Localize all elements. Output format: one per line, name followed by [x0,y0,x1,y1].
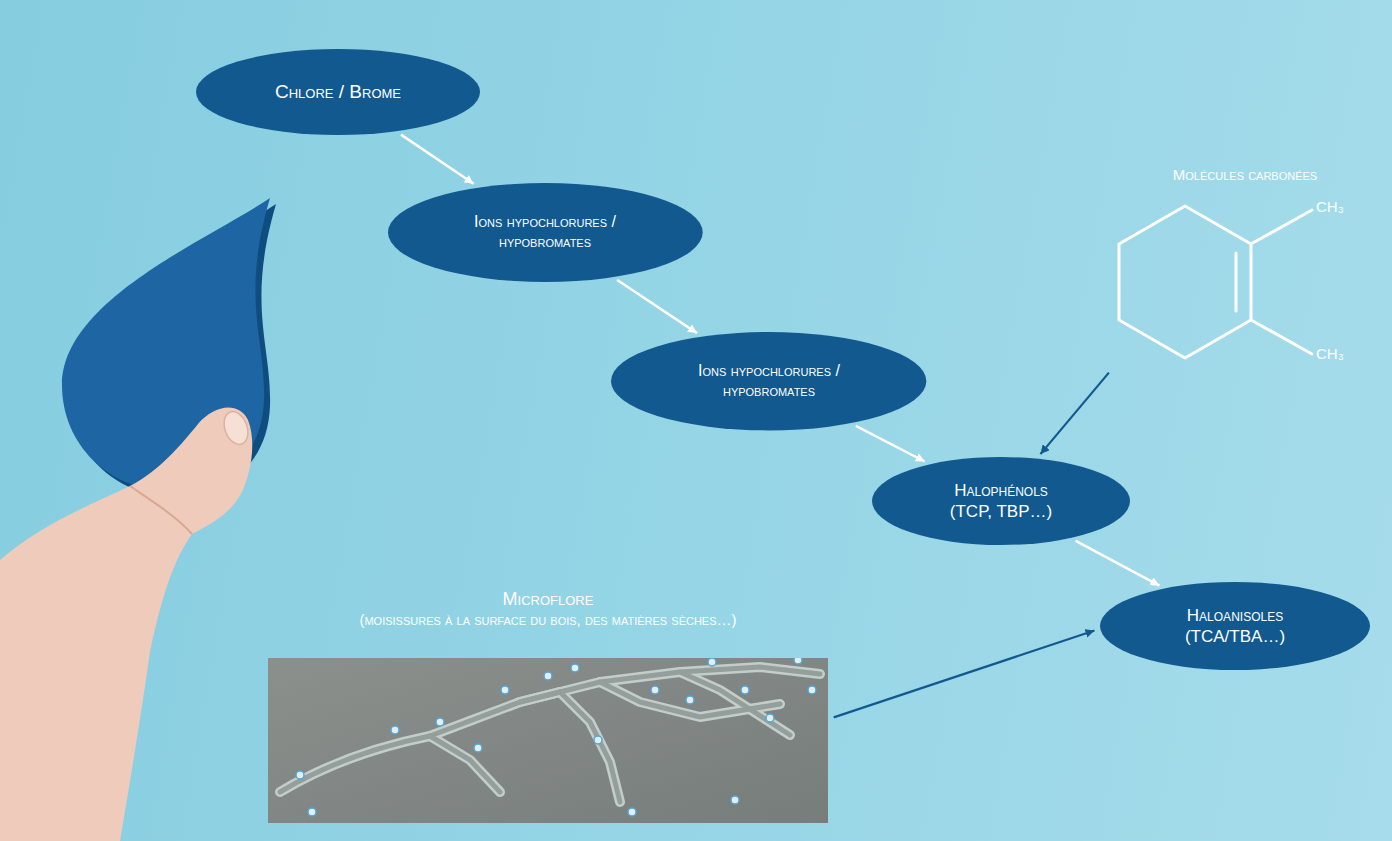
node-heading: Molécules carbonées [1173,166,1317,185]
molecule-group: Molécules carbonées [1110,166,1380,368]
step-ellipse: Halophénols(TCP, TBP…) [872,457,1130,545]
text-group: Molécules carbonées [1173,166,1317,185]
hypha-core [680,672,790,735]
spore [708,658,716,666]
microflora-group: Microflore(moisissures à la surface du b… [268,588,828,823]
molecule-structure [1119,206,1312,358]
source-ellipse: Chlore / Brome [196,49,480,135]
spores [296,658,816,816]
chemical-group: CH₃ [1316,345,1344,363]
ellipse-fill [872,457,1130,545]
spore [391,726,399,734]
spore [651,686,659,694]
ellipse-fill [196,49,480,135]
flow-arrow [1076,541,1160,586]
flow-arrow [856,426,925,462]
ellipse-fill [611,332,926,430]
ellipse-shape [388,183,703,282]
hypha [560,692,620,802]
ellipse-fill [1100,582,1370,670]
spore [741,686,749,694]
spore [766,714,774,722]
spore [296,771,304,779]
double-bond [1235,253,1238,311]
text-group: Ions hypochlorures / hypobromates [437,212,652,252]
node-heading: Ions hypochlorures / hypobromates [661,361,876,401]
spore [571,664,579,672]
ring [1119,206,1251,358]
spore [308,808,316,816]
node-subtext: (TCA/TBA…) [1185,626,1285,647]
text-group: Halophénols(TCP, TBP…) [950,480,1052,523]
photo-ground [268,658,828,823]
spore [544,672,552,680]
hypha [430,736,500,792]
flow-arrow [1040,373,1109,455]
spore [436,718,444,726]
node-heading: Microflore [503,588,594,611]
thumb-nail [220,408,252,447]
node-heading: Haloanisoles [1187,605,1283,626]
microflora-photo [268,658,828,823]
methyl-bond [1251,320,1312,354]
methyl-bond [1251,210,1312,244]
text-group: Microflore(moisissures à la surface du b… [359,588,736,629]
hand [0,408,252,841]
result-ellipse: Haloanisoles(TCA/TBA…) [1100,582,1370,670]
hypha-core [560,692,620,802]
spore [731,796,739,804]
hypha-core [280,692,560,792]
flow-arrow [834,631,1095,718]
spore [628,808,636,816]
ellipse-shape [611,332,926,430]
node-subtext: (TCP, TBP…) [950,501,1052,522]
hyphae [280,667,820,802]
ellipse-shape [1100,582,1370,670]
step-ellipse: Ions hypochlorures / hypobromates [388,183,703,282]
text-group: Ions hypochlorures / hypobromates [661,361,876,401]
spore [686,696,694,704]
text-group: Haloanisoles(TCA/TBA…) [1185,605,1285,648]
node-heading: Halophénols [954,480,1048,501]
spore [594,736,602,744]
spore [794,658,802,664]
chemical-group: CH₃ [1316,198,1344,216]
step-ellipse: Ions hypochlorures / hypobromates [611,332,926,430]
spore [501,686,509,694]
node-heading: Ions hypochlorures / hypobromates [437,212,652,252]
spore [808,686,816,694]
spore [474,744,482,752]
flow-arrow [617,280,697,333]
node-heading: Chlore / Brome [275,80,401,104]
node-subtext: (moisissures à la surface du bois, des m… [359,611,736,630]
flow-arrow [401,135,474,184]
ellipse-shape [872,457,1130,545]
hypha-core [430,736,500,792]
ellipse-fill [388,183,703,282]
hypha [280,692,560,792]
text-group: Chlore / Brome [275,80,401,104]
hand-crease [130,486,192,534]
